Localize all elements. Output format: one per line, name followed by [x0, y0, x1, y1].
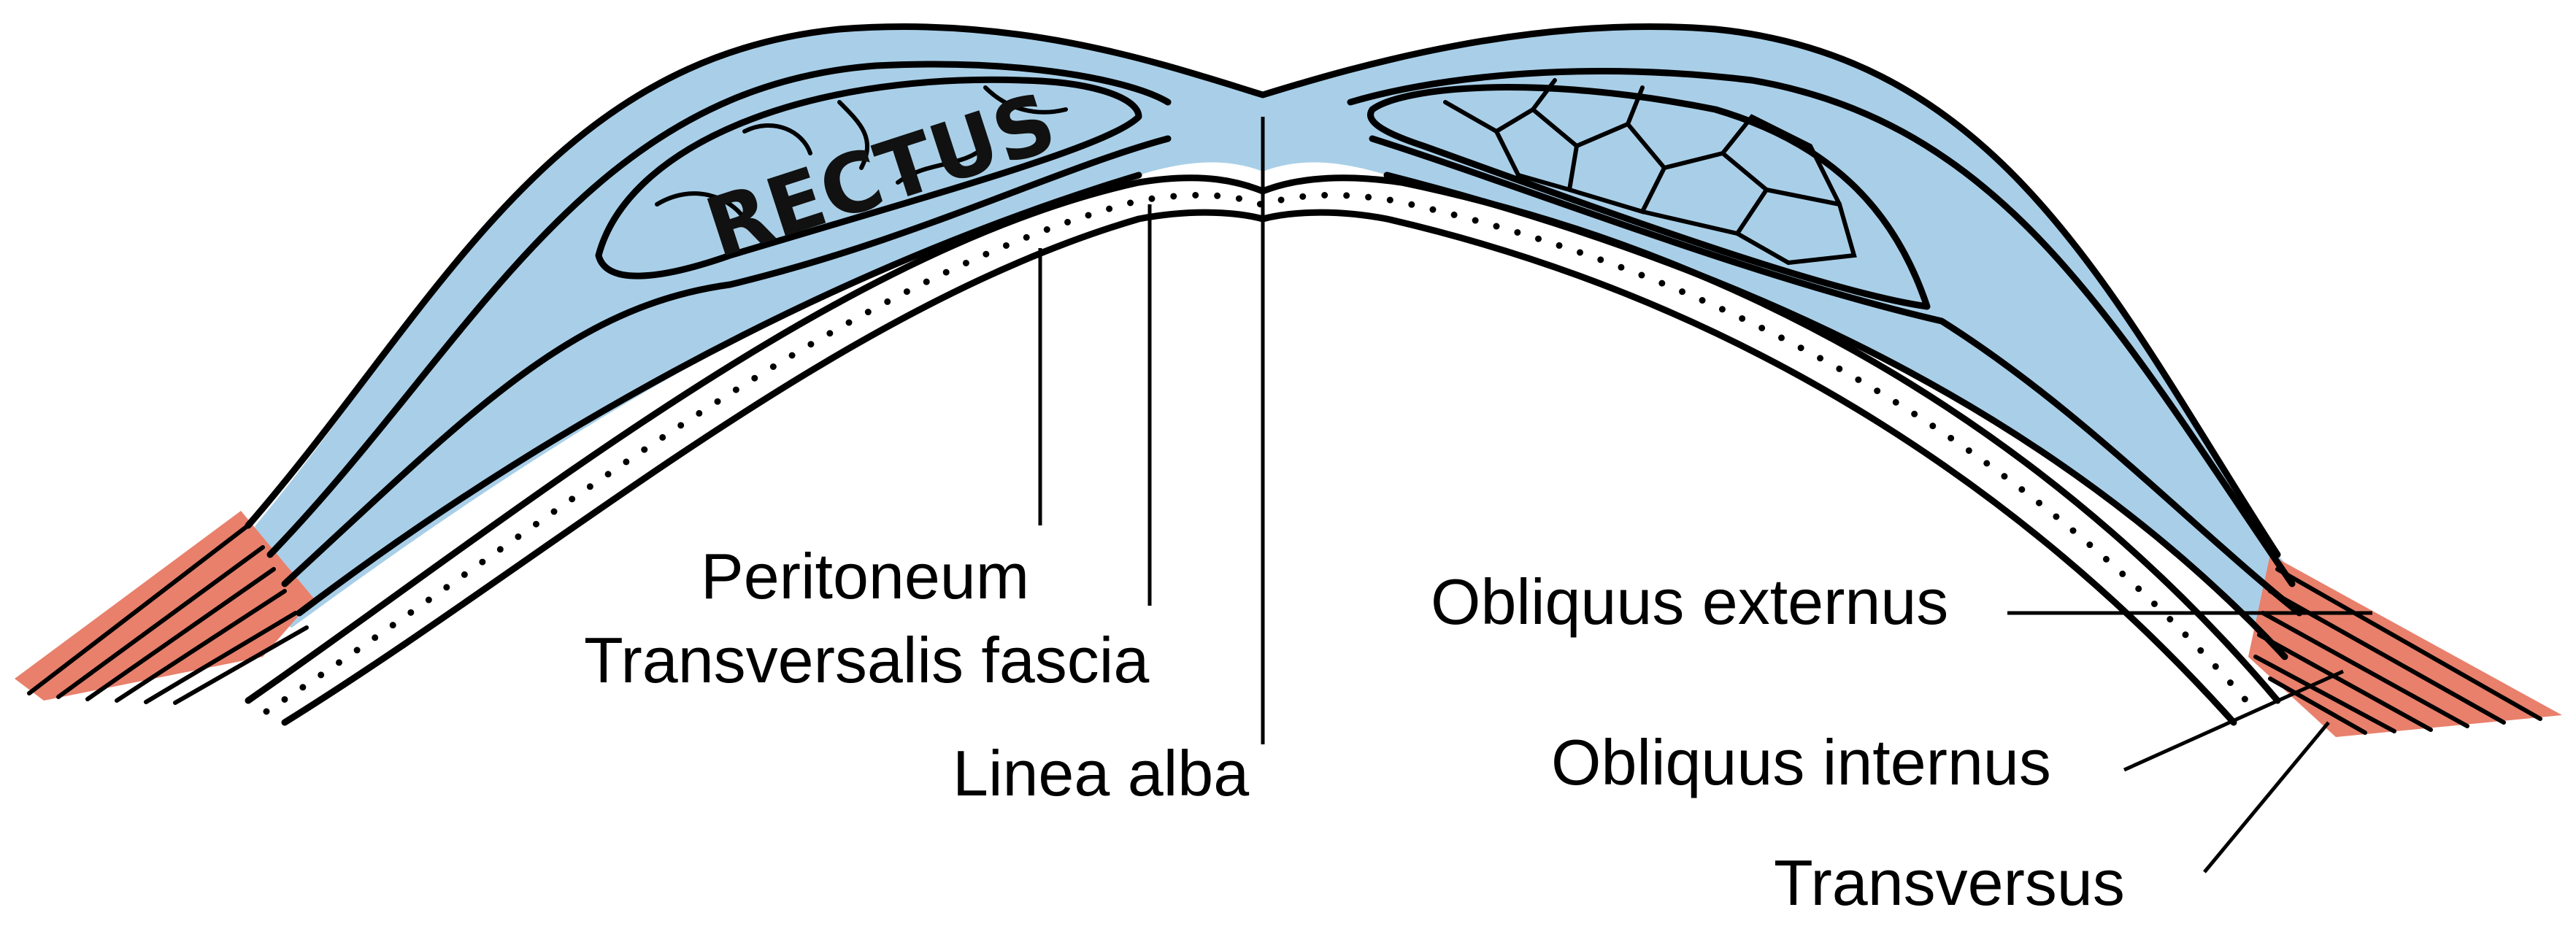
obliquus-internus-leader	[2123, 669, 2345, 772]
fascia-line-3	[281, 135, 1172, 587]
fascia-sheath	[234, 26, 2343, 658]
linea-alba-label: Linea alba	[953, 737, 1249, 809]
transversus-leader	[2203, 721, 2330, 874]
fascia-line-5	[296, 171, 1142, 617]
left-lateral-muscle-fan	[15, 511, 314, 701]
peritoneum-label: Peritoneum	[701, 540, 1029, 612]
rectus-left-belly	[595, 76, 1142, 279]
rectus-texture	[655, 78, 1857, 266]
rectus-right-belly	[1367, 84, 1931, 310]
fascia-line-4	[1369, 135, 2303, 617]
transversalis-fascia-label: Transversalis fascia	[584, 624, 1149, 696]
obliquus-externus-label: Obliquus externus	[1431, 566, 1948, 638]
outer-sheath-line	[245, 23, 2281, 558]
fascia-line-2	[1347, 68, 2296, 587]
fascia-line-1	[266, 61, 1172, 558]
obliquus-internus-label: Obliquus internus	[1551, 726, 2051, 798]
transversus-label: Transversus	[1774, 847, 2125, 919]
left-muscle-fibers	[27, 523, 309, 705]
right-lateral-muscle-fan	[2248, 555, 2562, 737]
